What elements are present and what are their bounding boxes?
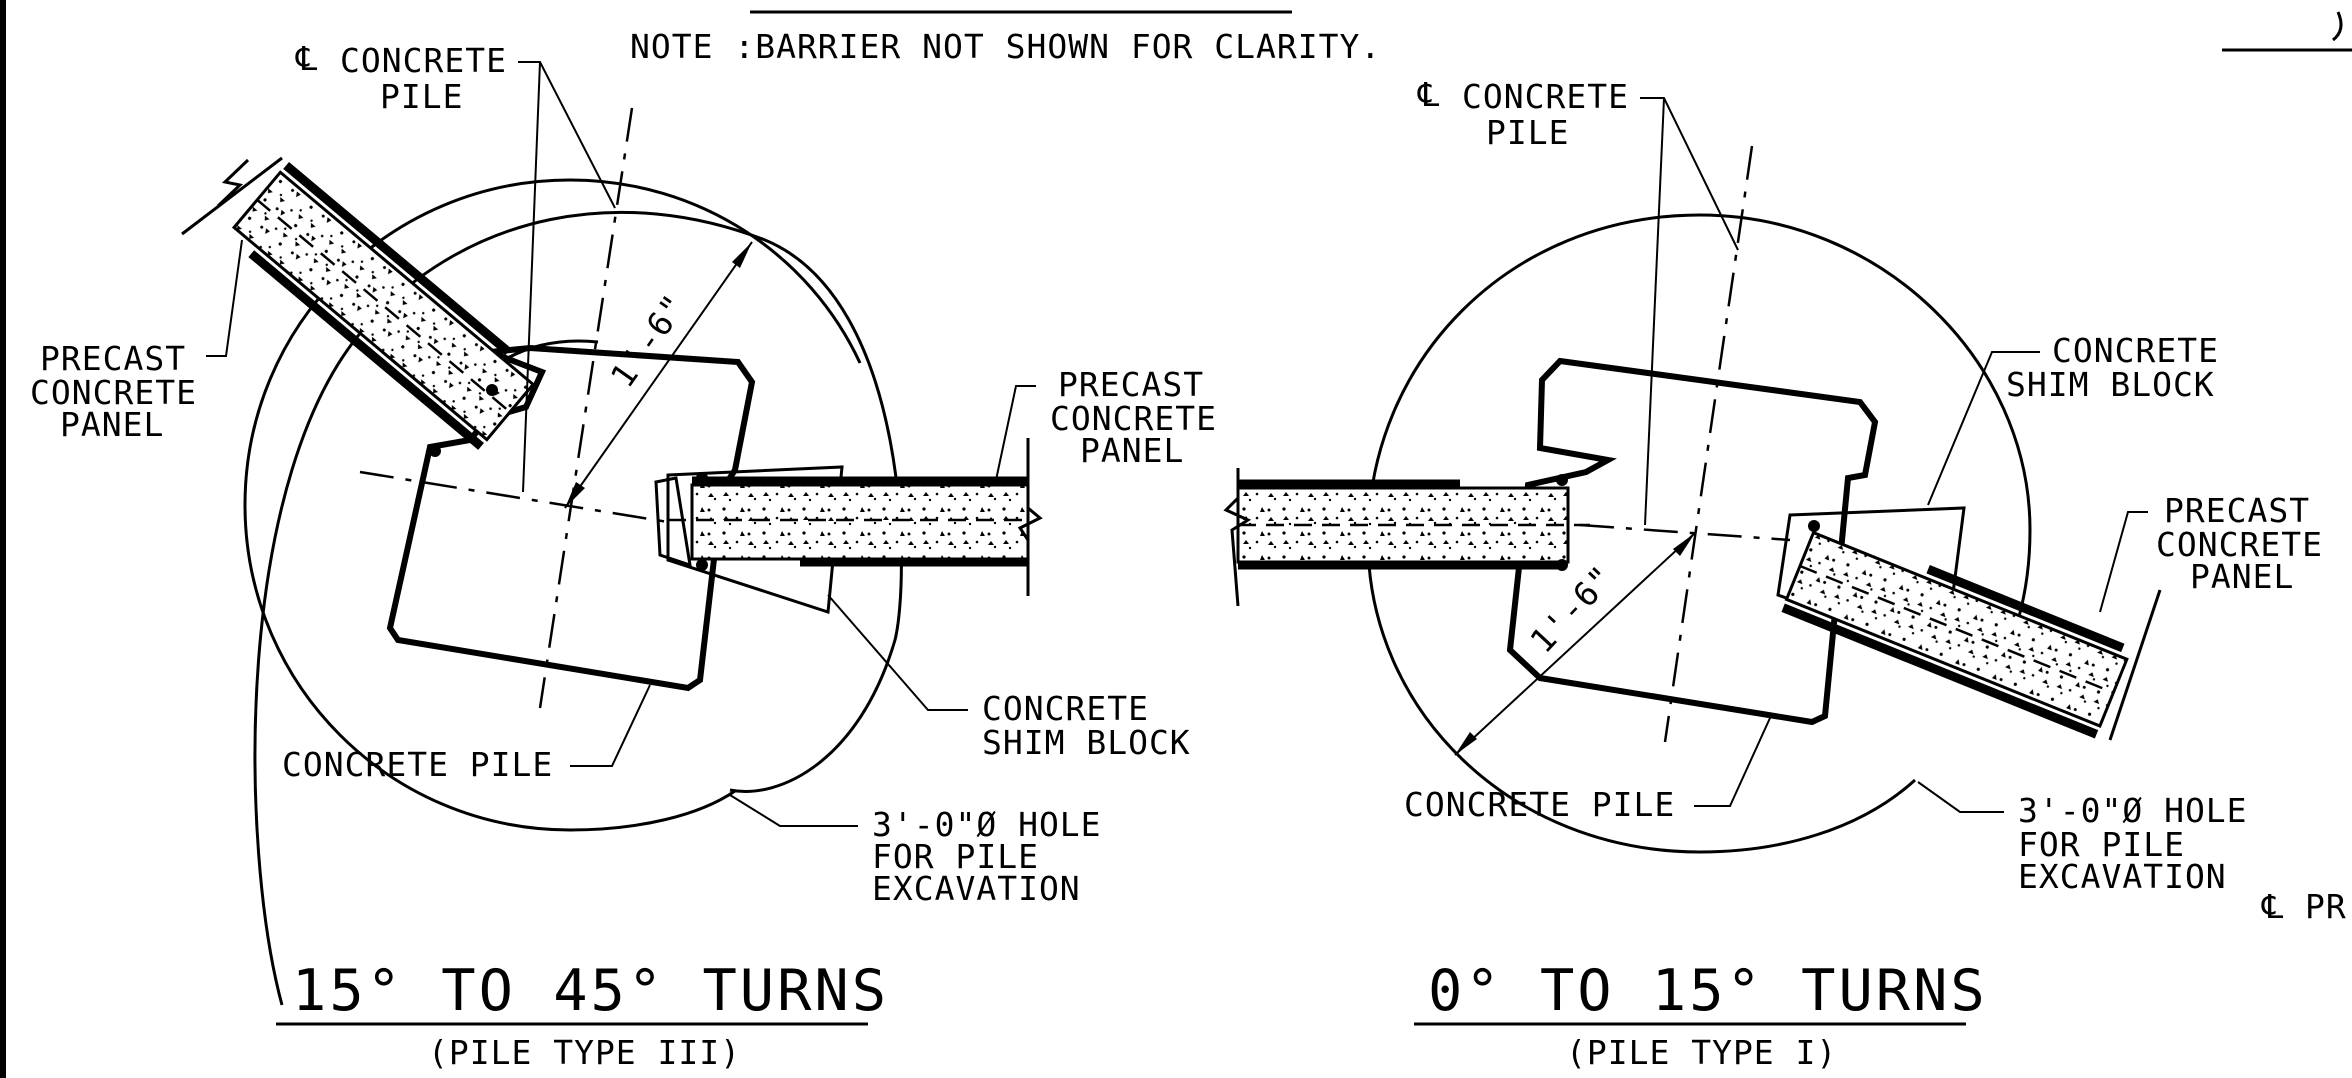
- detail-title: 15° TO 45° TURNS: [292, 958, 889, 1024]
- dim-arrow-top: [732, 242, 752, 268]
- right-detail: 1'-6" ℄ CONCRETE PILE CONCRETE SHIM BLOC…: [1223, 75, 2323, 1072]
- panel-face-upper: [248, 250, 484, 450]
- precast-right-label-3: PANEL: [1080, 431, 1184, 470]
- detail-title-right: 0° TO 15° TURNS: [1428, 958, 1988, 1024]
- hole-label-1: 3'-0"Ø HOLE: [872, 805, 1102, 844]
- precast-panel-left: [231, 170, 536, 442]
- precast-right-leader: [995, 385, 1036, 481]
- panel-anchor-dot: [429, 445, 441, 457]
- panel-edge-dot-right: [1556, 474, 1568, 486]
- hole-label-right-2: FOR PILE: [2018, 825, 2185, 864]
- note-text: NOTE :BARRIER NOT SHOWN FOR CLARITY.: [630, 27, 1381, 66]
- shim-leader: [827, 594, 968, 711]
- concrete-pile-leader: [570, 684, 651, 767]
- precast-panel-right: [690, 483, 1030, 561]
- centerline-symbol: ℄: [295, 39, 318, 78]
- panel-edge-dot-2: [696, 559, 708, 571]
- precast-right-label-2: CONCRETE: [1050, 399, 1217, 438]
- dimension-text: 1'-6": [603, 287, 695, 395]
- precast-panel-horizontal: [1236, 486, 1570, 564]
- detail-subtitle-right: (PILE TYPE I): [1566, 1033, 1837, 1072]
- panel-face-lower: [283, 161, 512, 356]
- pile-hole-outline: [243, 178, 862, 832]
- concrete-pile-label: CONCRETE PILE: [282, 745, 553, 784]
- precast-label-right-1: PRECAST: [2164, 491, 2310, 530]
- angled-panel-dot: [1808, 520, 1820, 532]
- cl-pile-label: PILE: [380, 77, 463, 116]
- panel-edge-dot-right-2: [1556, 559, 1568, 571]
- precast-label-3: PANEL: [60, 405, 164, 444]
- concrete-shim-block: [666, 465, 844, 615]
- angled-panel-break: [2108, 589, 2162, 741]
- panel-break-zig: [216, 158, 250, 208]
- hole-leader-right: [1917, 781, 2004, 813]
- cl-leader-2: [522, 61, 541, 493]
- precast-label-1: PRECAST: [40, 339, 186, 378]
- dim-arrow-right-bottom: [1455, 732, 1477, 755]
- edge-label: PR: [2305, 887, 2347, 926]
- precast-leader: [206, 239, 243, 357]
- shim-label-1: CONCRETE: [982, 689, 1149, 728]
- shim-block-inner: [654, 476, 692, 568]
- dimension-line: [564, 241, 753, 509]
- cl-leader: [518, 61, 616, 209]
- precast-label-2: CONCRETE: [30, 373, 197, 412]
- dimension-line-right: [1454, 532, 1696, 756]
- centerline-symbol-right: ℄: [1417, 75, 1440, 114]
- shim-leader-right: [1927, 351, 2040, 506]
- precast-right-label-1: PRECAST: [1058, 365, 1204, 404]
- angled-panel-centerline: [1799, 564, 2114, 694]
- hole-label-3: EXCAVATION: [872, 869, 1081, 908]
- hole-leader: [729, 794, 858, 827]
- pile-centerline-horizontal-right: [1579, 523, 1791, 542]
- cl-leader-right: [1640, 97, 1739, 251]
- concrete-pile-leader-right: [1694, 717, 1771, 807]
- angled-panel-face-upper: [1926, 565, 2125, 653]
- hole-label-2: FOR PILE: [872, 837, 1039, 876]
- pile-centerline-vertical-right: [1663, 145, 1754, 743]
- precast-label-right-2: CONCRETE: [2156, 525, 2323, 564]
- shim-label-2: SHIM BLOCK: [982, 723, 1191, 762]
- dim-arrow-bottom: [565, 482, 585, 508]
- hole-label-right-1: 3'-0"Ø HOLE: [2018, 791, 2248, 830]
- detail-subtitle: (PILE TYPE III): [428, 1033, 741, 1072]
- precast-leader-right: [2099, 511, 2148, 613]
- edge-centerline-symbol: ℄: [2261, 887, 2284, 926]
- left-detail: 1'-6" ℄ CONCRETE PILE PRECAST CONCRETE P…: [30, 39, 1217, 1072]
- panel-break-right: [1223, 468, 1252, 607]
- hole-label-right-3: EXCAVATION: [2018, 857, 2227, 896]
- title-block-fragment: [2332, 11, 2343, 42]
- pile-centerline-vertical: [538, 107, 634, 709]
- pile-hole-outline-right: [1366, 213, 2032, 854]
- panel-break-line: [181, 156, 283, 236]
- cl-concrete-pile-label-right: CONCRETE: [1462, 77, 1629, 116]
- pile-excavation-hole: [253, 210, 903, 1006]
- dim-arrow-right-top: [1673, 533, 1695, 556]
- shim-label-right-2: SHIM BLOCK: [2006, 365, 2215, 404]
- shim-label-right-1: CONCRETE: [2052, 331, 2219, 370]
- concrete-pile-label-right: CONCRETE PILE: [1404, 785, 1675, 824]
- cl-pile-label-right: PILE: [1486, 113, 1569, 152]
- precast-label-right-3: PANEL: [2190, 557, 2294, 596]
- dimension-text-right: 1'-6": [1522, 558, 1622, 661]
- panel-edge-dot: [696, 472, 708, 484]
- concrete-pile-section-right: [1506, 357, 1879, 726]
- cl-concrete-pile-label: CONCRETE: [340, 41, 507, 80]
- panel-anchor-dot-2: [486, 384, 498, 396]
- panel-break: [1017, 438, 1043, 596]
- pile-centerline-horizontal: [359, 470, 669, 524]
- angled-panel-face-lower: [1781, 603, 2099, 739]
- cl-leader-right-2: [1644, 97, 1665, 526]
